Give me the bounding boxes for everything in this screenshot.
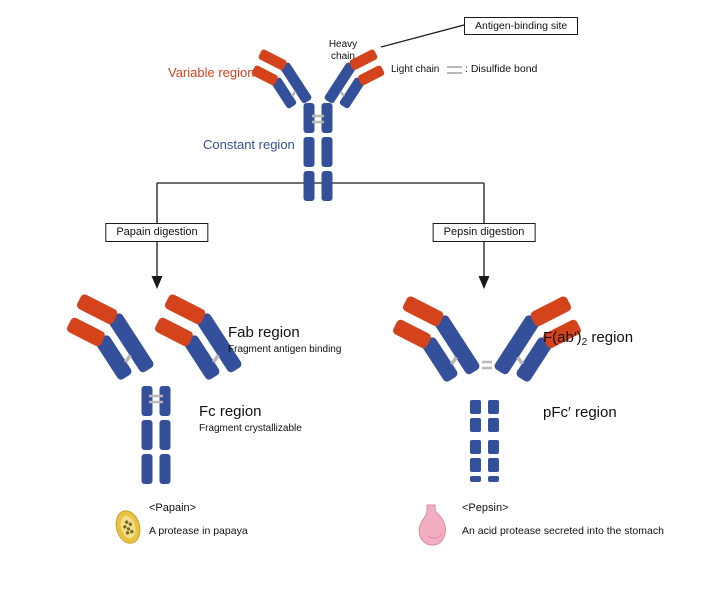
fab2-region-title: F(ab′)2 region (543, 329, 633, 348)
antigen-binding-site-label: Antigen-binding site (464, 17, 579, 36)
papain-enzyme-description: A protease in papaya (149, 525, 248, 537)
papain-digestion-label: Papain digestion (105, 223, 209, 242)
pfc-region-title: pFc′ region (543, 404, 617, 421)
pepsin-enzyme-description: An acid protease secreted into the stoma… (462, 525, 664, 537)
fab-region-title: Fab region (228, 324, 300, 341)
pepsin-arrowhead (478, 276, 490, 289)
fc-fragment (141, 386, 171, 484)
papaya-icon (115, 510, 141, 544)
heavy-chain-label: Heavy chain (328, 39, 358, 62)
fab-fragment-left (51, 279, 157, 398)
fab2-suffix: region (587, 329, 634, 346)
antibody-intact (241, 39, 395, 201)
fc-region-subtitle: Fragment crystallizable (199, 423, 302, 434)
papain-arrowhead (151, 276, 163, 289)
variable-region-label: Variable region (168, 65, 255, 80)
pepsin-enzyme-name: <Pepsin> (462, 502, 509, 514)
fab2-subscript: 2 (581, 337, 588, 348)
disulfide-legend-label: : Disulfide bond (465, 63, 538, 75)
pepsin-digestion-label: Pepsin digestion (432, 223, 536, 242)
antigen-binding-pointer-line (380, 24, 465, 48)
constant-region-label: Constant region (203, 137, 295, 152)
disulfide-legend: : Disulfide bond (447, 63, 537, 76)
stomach-icon (418, 504, 446, 546)
light-chain-label: Light chain (391, 64, 440, 75)
fab2-fragment (377, 281, 597, 400)
hinge-disulfide-bonds (312, 114, 324, 124)
fab-region-subtitle: Fragment antigen binding (228, 344, 342, 355)
antibody-stem (303, 103, 333, 201)
fc-region-title: Fc region (199, 403, 262, 420)
disulfide-bond-icon (447, 65, 462, 74)
fab2-prefix: F(ab′) (543, 329, 582, 346)
pfc-fragment (470, 400, 499, 482)
papain-enzyme-name: <Papain> (149, 502, 197, 514)
